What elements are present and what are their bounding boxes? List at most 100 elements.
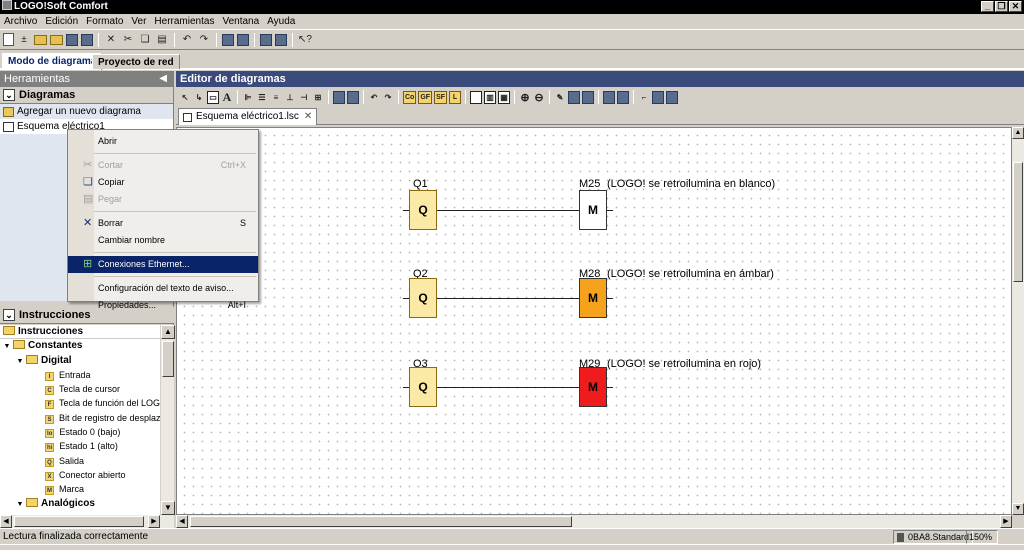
minimize-icon[interactable]: _ [981,1,994,12]
tab-diagram-mode[interactable]: Modo de diagrama [2,53,103,70]
help-pointer-icon[interactable]: ↖? [298,34,312,45]
expand-toggle-icon[interactable]: ▼ [16,500,24,508]
connect-tool-icon[interactable]: ↳ [195,92,203,102]
scroll-up-icon[interactable]: ▲ [1012,127,1024,139]
close-icon[interactable]: ✕ [1009,1,1022,12]
menu-formato[interactable]: Formato [86,16,124,27]
scroll-thumb[interactable] [1013,162,1023,282]
add-diagram-item[interactable]: Agregar un nuevo diagrama [0,104,173,119]
basic-functions-icon[interactable]: GF [418,90,433,104]
grid-icon[interactable]: ⊞ [314,92,322,102]
tree-row-digital[interactable]: ▼Digital [0,354,160,368]
logo-to-pc-icon[interactable] [237,33,249,46]
canvas-vscrollbar[interactable]: ▲ ▼ [1012,127,1024,515]
menu-item-texto-aviso[interactable]: Configuración del texto de aviso... [68,280,258,297]
tree-row-constantes[interactable]: ▼Constantes [0,339,160,353]
align-center-icon[interactable]: ≡ [273,92,279,102]
constants-filter-icon[interactable]: Co [403,90,417,104]
connector-tool-icon[interactable]: ⌐ [641,92,647,102]
paste-icon[interactable]: ▤ [157,34,167,45]
wire[interactable] [437,210,579,211]
chevron-down-icon[interactable]: ⌄ [3,309,15,321]
tree-row-instrucciones[interactable]: Instrucciones [0,325,160,340]
zoom-in-icon[interactable]: ⊕ [520,91,530,104]
menu-herramientas[interactable]: Herramientas [154,16,215,27]
scroll-right-icon[interactable]: ▶ [148,515,160,528]
zoom-out-icon[interactable]: ⊖ [534,91,544,104]
menu-ver[interactable]: Ver [131,16,147,27]
print-icon[interactable] [81,33,93,46]
distribute-icon[interactable]: ⊥ [286,92,294,102]
redo-icon[interactable]: ↷ [384,92,392,102]
menu-edicion[interactable]: Edición [45,16,79,27]
tab-esquema[interactable]: Esquema eléctrico1.lsc ✕ [178,108,318,125]
join-wire-icon[interactable] [347,90,359,104]
marker-block[interactable]: M [579,278,607,318]
simulation-icon[interactable] [260,33,272,46]
menu-item-pegar[interactable]: ▤ Pegar [68,191,258,208]
copy-icon[interactable]: ❏ [140,34,150,45]
open-folder-icon[interactable] [34,34,47,45]
wire[interactable] [437,298,579,299]
diagram-canvas[interactable]: Q1 Q M25 (LOGO! se retroilumina en blanc… [176,127,1012,515]
scissors-icon[interactable]: ✂ [123,34,133,45]
chevron-down-icon[interactable]: ⌄ [3,89,15,101]
scroll-left-icon[interactable]: ◀ [0,515,12,528]
expand-toggle-icon[interactable]: ▼ [3,343,11,351]
instructions-scrollbar[interactable]: ▲ ▼ [160,325,175,515]
save-icon[interactable] [66,33,78,46]
distribute-h-icon[interactable]: ⊣ [300,92,308,102]
menu-item-propiedades[interactable]: Propiedades... Alt+I [68,297,258,314]
align-left-icon[interactable]: ⊫ [244,92,252,102]
simulation-tool-icon[interactable] [603,90,616,104]
hscroll-thumb[interactable] [14,516,144,527]
close-icon[interactable]: ✕ [303,111,313,122]
wire[interactable] [437,387,579,388]
udf-filter-icon[interactable]: L [449,90,462,104]
instructions-section-header[interactable]: ⌄ Instrucciones [0,307,174,324]
new-file-icon[interactable] [3,33,14,46]
expand-all-icon[interactable] [666,90,679,104]
open-dropdown-icon[interactable] [50,34,63,45]
scroll-left-icon[interactable]: ◀ [176,515,188,528]
layout-grid-icon[interactable]: ▦ [498,90,511,104]
diagrams-section-header[interactable]: ⌄ Diagramas [0,87,173,104]
tree-row-analogicos[interactable]: ▼Analógicos [0,497,160,511]
cut-icon[interactable]: ✕ [106,34,116,45]
redo-icon[interactable]: ↷ [199,34,209,45]
scroll-down-icon[interactable]: ▼ [161,501,175,515]
layout-single-icon[interactable] [470,90,483,104]
menu-item-copiar[interactable]: ❏ Copiar [68,174,258,191]
menu-item-borrar[interactable]: ✕ Borrar S [68,215,258,232]
cut-wire-icon[interactable] [333,90,345,104]
scroll-up-icon[interactable]: ▲ [161,325,175,339]
new-dropdown-icon[interactable]: ± [21,34,27,45]
menu-ventana[interactable]: Ventana [222,16,260,27]
collapse-all-icon[interactable] [652,90,665,104]
table-icon[interactable] [568,90,581,104]
highlight-icon[interactable]: ✎ [556,92,564,102]
output-block[interactable]: Q [409,367,437,407]
marker-block[interactable]: M [579,190,607,230]
hscroll-thumb[interactable] [190,516,572,527]
scroll-thumb[interactable] [162,341,174,377]
expand-toggle-icon[interactable]: ▼ [16,357,24,365]
pc-to-logo-icon[interactable] [222,33,234,46]
undo-icon[interactable]: ↶ [370,92,378,102]
online-test-icon[interactable] [275,33,287,46]
restore-icon[interactable]: ❐ [995,1,1008,12]
output-block[interactable]: Q [409,278,437,318]
align-top-icon[interactable]: ☰ [258,92,266,102]
menu-item-cortar[interactable]: ✂ Cortar Ctrl+X [68,157,258,174]
menu-archivo[interactable]: Archivo [4,16,38,27]
select-tool-icon[interactable]: ↖ [181,92,189,102]
menu-item-conexiones-ethernet[interactable]: ⊞ Conexiones Ethernet... [68,256,258,273]
menu-item-cambiar-nombre[interactable]: Cambiar nombre [68,232,258,249]
resources-icon[interactable] [582,90,595,104]
